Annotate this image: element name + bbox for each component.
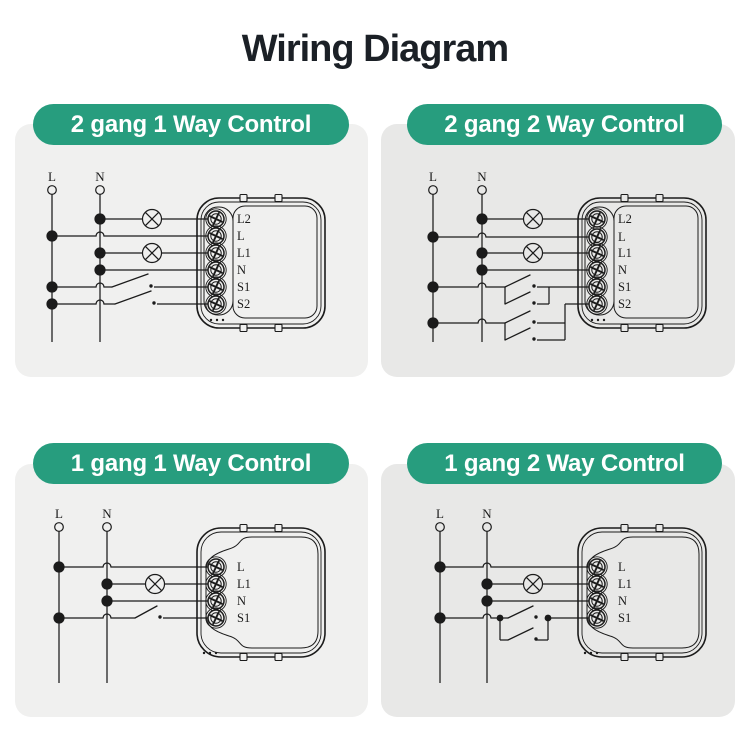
panel-header-1gang-1way: 1 gang 1 Way Control (33, 443, 349, 484)
panel-1gang-2way (381, 464, 735, 717)
page-title: Wiring Diagram (241, 28, 509, 70)
panel-2gang-1way (15, 124, 368, 377)
panel-2gang-2way (381, 124, 735, 377)
panel-1gang-1way (15, 464, 368, 717)
panel-header-1gang-2way: 1 gang 2 Way Control (407, 443, 722, 484)
panel-header-2gang-2way: 2 gang 2 Way Control (407, 104, 722, 145)
panel-header-2gang-1way: 2 gang 1 Way Control (33, 104, 349, 145)
